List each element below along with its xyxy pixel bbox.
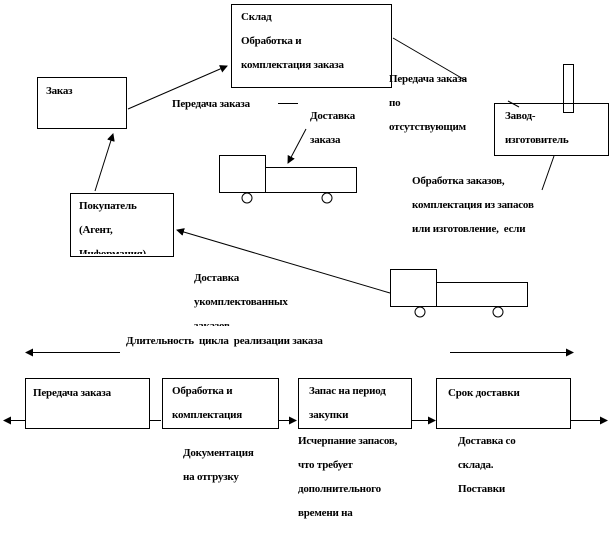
warehouse-to-factory-line xyxy=(392,37,466,81)
factory-chimney xyxy=(563,64,574,113)
truck-body xyxy=(265,167,357,193)
cycle-note: Документация на отгрузку xyxy=(183,447,254,483)
cycle-stage-box xyxy=(298,378,412,429)
cycle-stage-box xyxy=(162,378,279,429)
warehouse-label: Склад Обработка и комплектация заказа xyxy=(241,11,344,71)
order-transfer-label: Передача заказа xyxy=(172,98,250,110)
delivery-to-truck-arrow xyxy=(287,128,307,164)
truck-cab xyxy=(390,269,437,307)
cycle-stage-box xyxy=(25,378,150,429)
truck-wheel xyxy=(241,192,253,204)
factory-to-truck-line xyxy=(541,155,555,191)
truck-wheel xyxy=(321,192,333,204)
cycle-note: Доставка со склада. Поставки xyxy=(458,435,516,495)
cycle-stage-label: Запас на период закупки xyxy=(309,385,386,421)
delivery-order-label: Доставка заказа xyxy=(310,110,355,146)
truck-body xyxy=(436,282,528,307)
truck-wheel xyxy=(414,306,426,318)
truck-to-buyer-arrow xyxy=(176,228,391,294)
factory-processing-label: Обработка заказов, комплектация из запас… xyxy=(412,175,534,250)
buyer-box xyxy=(70,193,174,257)
order-label: Заказ xyxy=(46,85,73,97)
cycle-title: Длительность цикла реализации заказа xyxy=(126,335,323,347)
buyer-to-order-arrow xyxy=(94,133,115,192)
truck-cab xyxy=(219,155,266,193)
cycle-stage-label: Передача заказа xyxy=(33,387,111,399)
factory-link-line xyxy=(507,100,520,108)
buyer-label: Покупатель (Агент, Информация) xyxy=(79,200,146,254)
warehouse-box xyxy=(231,4,392,88)
order-box xyxy=(37,77,127,129)
order-to-warehouse-arrow xyxy=(127,65,228,110)
cycle-stage-label: Обработка и комплектация xyxy=(172,385,242,421)
factory-box xyxy=(494,103,609,156)
truck-wheel xyxy=(492,306,504,318)
delivery-complete-label: Доставка укомплектованных заказов xyxy=(194,272,288,326)
cycle-stage-box xyxy=(436,378,571,429)
transfer-missing-label: Передача заказа по отсутствующим xyxy=(389,73,467,133)
factory-label: Завод- изготовитель xyxy=(505,110,569,146)
cycle-stage-label: Срок доставки xyxy=(448,387,520,399)
cycle-note: Исчерпание запасов, что требует дополнит… xyxy=(298,435,398,519)
